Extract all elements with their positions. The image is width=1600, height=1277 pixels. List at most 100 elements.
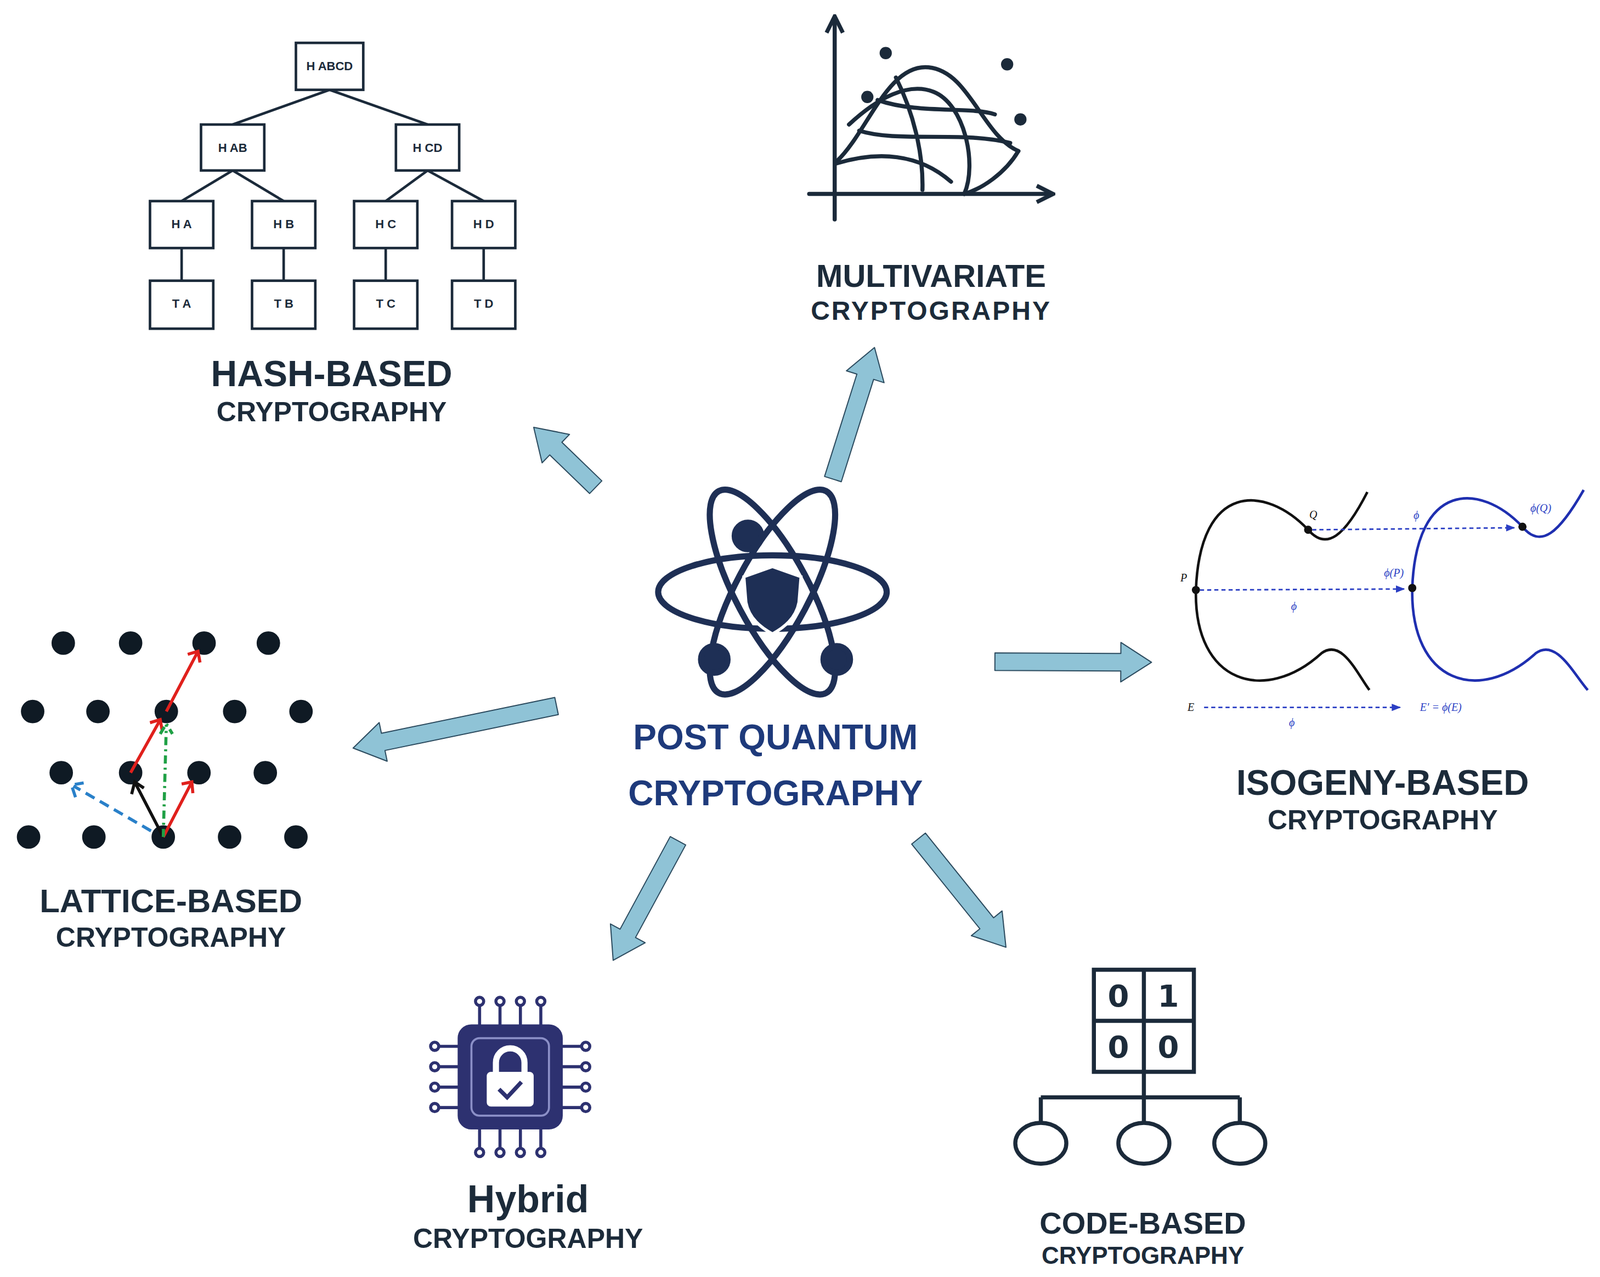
category-subtitle: CRYPTOGRAPHY	[1267, 803, 1498, 837]
hash-node-label: H C	[375, 217, 397, 231]
category-title: HASH-BASED	[211, 352, 453, 396]
category-title: CODE-BASED	[1039, 1204, 1246, 1242]
isogeny-map-label: ϕ(Q)	[1528, 501, 1553, 514]
isogeny-map-label: ϕ	[1289, 600, 1299, 613]
illustration-part	[809, 191, 1051, 196]
illustration-part	[223, 700, 246, 723]
illustration-part	[430, 1062, 439, 1071]
illustration-part	[253, 761, 277, 784]
hash-node-label: H B	[273, 217, 295, 231]
hash-node-label: T C	[375, 297, 395, 311]
illustration-part	[877, 99, 995, 115]
block-arrow	[911, 833, 1006, 948]
illustration-part	[149, 280, 213, 329]
block-arrow	[824, 347, 885, 482]
illustration-part	[516, 997, 525, 1006]
category-title: Hybrid	[467, 1176, 590, 1223]
illustration-part	[1200, 589, 1405, 591]
illustration-part	[475, 997, 484, 1006]
illustration-part	[499, 1082, 522, 1098]
illustration-part	[743, 566, 801, 635]
illustration-part	[486, 1071, 534, 1107]
category-title: ISOGENY-BASED	[1236, 761, 1529, 805]
illustration-part	[130, 719, 163, 773]
illustration-part	[895, 77, 923, 190]
surface-plot	[809, 18, 1051, 220]
category-subtitle: CRYPTOGRAPHY	[55, 920, 287, 954]
illustration-part	[149, 201, 213, 249]
isogeny-map-label: ϕ(P)	[1382, 566, 1406, 579]
atom-icon	[658, 473, 887, 711]
hash-node-label: T D	[473, 297, 494, 311]
illustration-part	[1408, 583, 1417, 592]
isogeny-map-label: E′ = ϕ(E)	[1418, 700, 1464, 714]
illustration-part	[52, 631, 75, 655]
isogeny-map-label: ϕ	[1287, 716, 1297, 729]
illustration-part	[1014, 113, 1027, 126]
block-arrow	[533, 427, 602, 494]
illustration-part	[1304, 525, 1313, 534]
illustration-part	[49, 761, 73, 784]
chip-icon	[430, 997, 590, 1157]
category-title: MULTIVARIATE	[816, 256, 1047, 296]
illustration-part	[836, 156, 951, 182]
illustration-part	[218, 825, 241, 848]
code-icon	[1015, 969, 1266, 1164]
illustration-part	[200, 124, 264, 171]
illustration-part	[17, 825, 41, 848]
category-subtitle: CRYPTOGRAPHY	[810, 295, 1052, 327]
code-bit-cell: 0	[1107, 1030, 1129, 1065]
illustration-part	[163, 781, 194, 837]
category-node: LATTICE-BASEDCRYPTOGRAPHY	[10, 617, 332, 955]
illustration-part	[1191, 585, 1201, 595]
hash-node-label: H AB	[218, 141, 248, 155]
illustration-part	[581, 1062, 590, 1071]
illustration-part	[700, 646, 728, 673]
illustration-part	[166, 651, 200, 712]
illustration-part	[964, 150, 1019, 194]
illustration-part	[1412, 498, 1588, 691]
illustration-part	[516, 1148, 525, 1157]
illustration-part	[581, 1103, 590, 1112]
illustration-part	[119, 631, 143, 655]
illustration-part	[451, 201, 516, 249]
category-subtitle: CRYPTOGRAPHY	[1041, 1241, 1245, 1271]
illustration-part	[82, 825, 106, 848]
illustration-part	[257, 631, 280, 655]
central-topic: POST QUANTUM CRYPTOGRAPHY	[578, 500, 974, 822]
illustration-part	[252, 201, 316, 249]
illustration-part	[1093, 969, 1194, 1072]
illustration-part	[451, 280, 516, 329]
illustration-part	[438, 1005, 582, 1149]
illustration-part	[354, 201, 418, 249]
curve-point-label: P	[1178, 571, 1189, 584]
illustration-part	[354, 280, 418, 329]
category-node: ISOGENY-BASEDCRYPTOGRAPHY	[1173, 489, 1592, 838]
category-node: MULTIVARIATECRYPTOGRAPHY	[790, 10, 1072, 327]
illustration-part	[1001, 58, 1014, 71]
illustration-part	[475, 1148, 484, 1157]
illustration-part	[1522, 489, 1585, 537]
block-arrow	[353, 697, 559, 761]
code-bit-cell: 0	[1157, 1030, 1180, 1065]
illustration-part	[119, 761, 143, 784]
curve-point-label: E	[1185, 700, 1196, 714]
category-node: HASH-BASEDCRYPTOGRAPHY	[142, 35, 520, 429]
lattice-grid	[17, 631, 313, 849]
illustration-part	[459, 1025, 562, 1128]
category-title: POST QUANTUM CRYPTOGRAPHY	[583, 709, 968, 822]
block-arrow	[994, 642, 1152, 682]
illustration-part	[581, 1082, 590, 1091]
illustration-part	[1308, 492, 1368, 540]
illustration-part	[1203, 706, 1400, 709]
illustration-part	[858, 130, 1010, 143]
illustration-part	[289, 700, 313, 723]
illustration-part	[252, 280, 316, 329]
illustration-part	[1015, 1122, 1067, 1164]
illustration-part	[495, 1148, 505, 1157]
illustration-part	[823, 646, 850, 673]
block-arrow	[610, 836, 686, 961]
hash-node-label: T A	[172, 297, 192, 311]
